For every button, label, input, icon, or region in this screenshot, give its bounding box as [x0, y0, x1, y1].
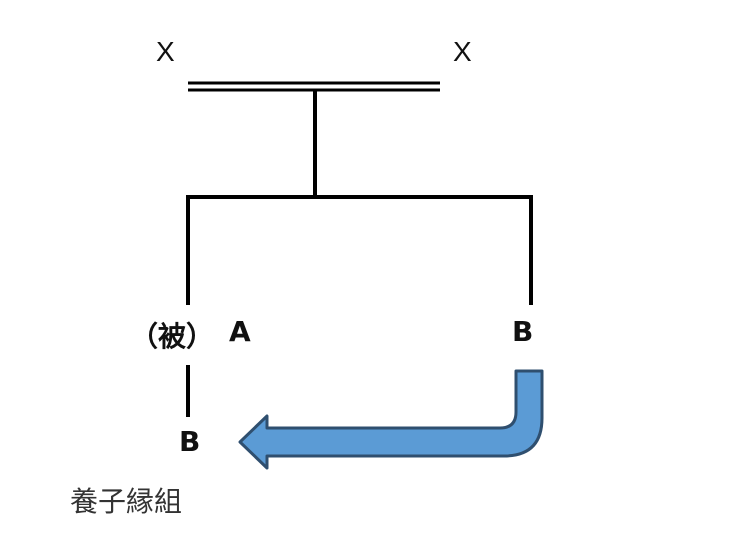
adoption-arrow — [238, 369, 544, 470]
parent-left-label: X — [156, 36, 175, 67]
child-left-prefix: （被） — [130, 320, 215, 353]
grandchild-label: B — [179, 425, 201, 458]
caption-adoption: 養子縁組 — [70, 485, 183, 518]
child-right-label: B — [512, 315, 534, 348]
child-left-label: A — [229, 315, 251, 348]
parent-right-label: X — [453, 36, 472, 67]
